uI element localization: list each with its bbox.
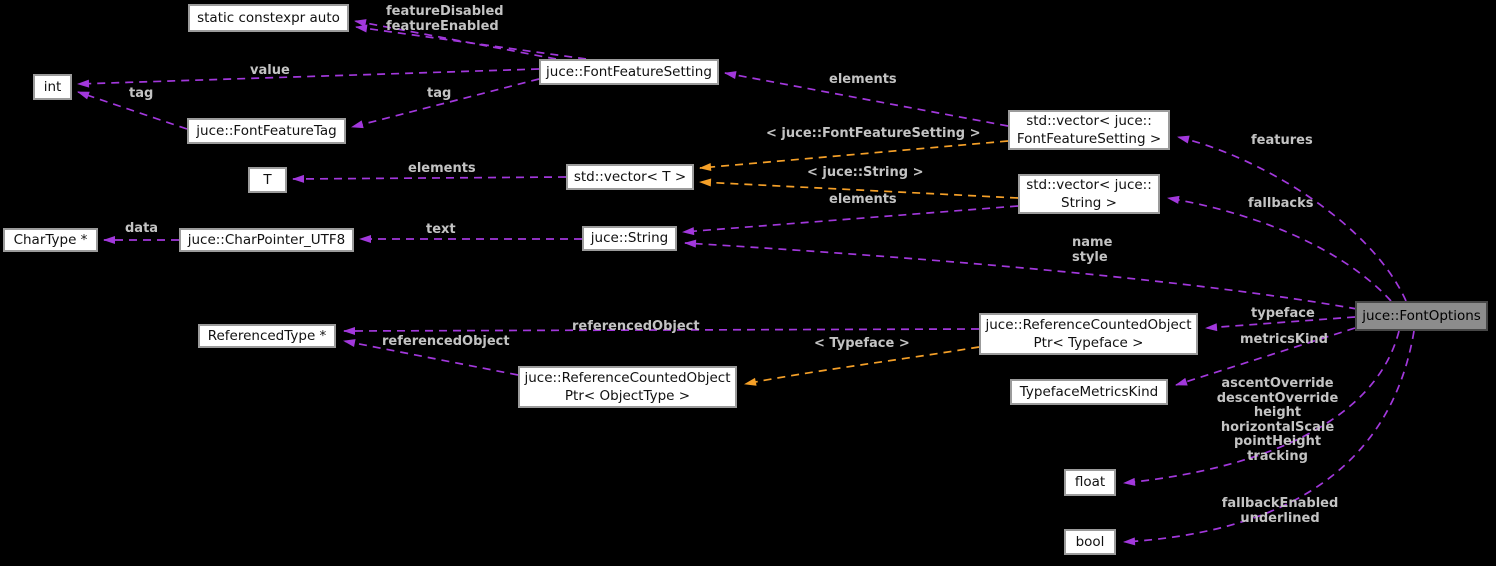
node-std-vector-t[interactable]: std::vector< T > bbox=[566, 164, 694, 190]
edge-label-elements-t: elements bbox=[408, 161, 476, 176]
edge-label-value: value bbox=[250, 63, 290, 78]
edge-label-typeface: typeface bbox=[1251, 306, 1315, 321]
edge-label-template-ffs: < juce::FontFeatureSetting > bbox=[766, 126, 981, 141]
node-t: T bbox=[248, 167, 287, 193]
node-juce-fontfeaturetag[interactable]: juce::FontFeatureTag bbox=[187, 118, 346, 144]
edge-referenced-object-a bbox=[343, 326, 980, 335]
edge-template-typeface bbox=[744, 346, 980, 386]
edge-label-elements-string: elements bbox=[829, 192, 897, 207]
node-std-vector-fontfeaturesetting[interactable]: std::vector< juce:: FontFeatureSetting > bbox=[1008, 110, 1170, 150]
node-int: int bbox=[33, 74, 72, 100]
edge-name-style bbox=[684, 239, 1358, 310]
edge-label-metrics-kind: metricsKind bbox=[1240, 332, 1328, 347]
edge-tag-int bbox=[77, 91, 188, 130]
node-refcounted-ptr-typeface[interactable]: juce::ReferenceCountedObject Ptr< Typefa… bbox=[979, 313, 1198, 355]
edge-elements-t bbox=[292, 174, 567, 183]
edge-label-float-members: ascentOverride descentOverride height ho… bbox=[1216, 376, 1339, 464]
edge-label-name-style: name style bbox=[1072, 235, 1113, 265]
edge-label-tag-int: tag bbox=[129, 86, 154, 101]
edge-referenced-object-b bbox=[343, 339, 519, 376]
edge-features bbox=[1177, 135, 1407, 302]
edge-label-template-string: < juce::String > bbox=[807, 165, 924, 180]
edge-label-features: features bbox=[1251, 133, 1313, 148]
node-static-constexpr-auto: static constexpr auto bbox=[188, 4, 349, 32]
edge-elements-string bbox=[682, 205, 1019, 236]
edge-fallbacks bbox=[1167, 195, 1392, 302]
edge-elements-ffs bbox=[724, 71, 1009, 127]
node-refcounted-ptr-objecttype[interactable]: juce::ReferenceCountedObject Ptr< Object… bbox=[518, 366, 737, 408]
edge-float-members bbox=[1123, 330, 1400, 486]
edge-label-referenced-object-a: referencedObject bbox=[572, 319, 700, 334]
edge-label-tag-setting: tag bbox=[427, 86, 452, 101]
edge-feature-flags-b bbox=[355, 24, 587, 60]
edge-label-bool-members: fallbackEnabled underlined bbox=[1221, 496, 1339, 526]
node-float: float bbox=[1064, 469, 1116, 496]
edge-typeface bbox=[1205, 316, 1356, 332]
node-juce-string[interactable]: juce::String bbox=[582, 226, 677, 251]
node-bool: bool bbox=[1064, 529, 1116, 555]
edge-value bbox=[77, 68, 540, 88]
node-chartype-ptr: CharType * bbox=[3, 228, 98, 252]
edge-template-ffs bbox=[699, 140, 1009, 172]
edge-label-fallbacks: fallbacks bbox=[1248, 196, 1314, 211]
edge-metrics-kind bbox=[1175, 327, 1356, 386]
edge-label-data: data bbox=[125, 221, 159, 236]
node-juce-fontoptions: juce::FontOptions bbox=[1355, 301, 1488, 331]
edge-tag-setting bbox=[351, 78, 540, 129]
node-referencedtype-ptr: ReferencedType * bbox=[198, 324, 336, 348]
node-juce-charpointer-utf8[interactable]: juce::CharPointer_UTF8 bbox=[179, 228, 354, 252]
edge-label-feature-flags: featureDisabled featureEnabled bbox=[386, 4, 504, 34]
node-juce-fontfeaturesetting[interactable]: juce::FontFeatureSetting bbox=[539, 59, 719, 85]
edge-label-referenced-object-b: referencedObject bbox=[382, 334, 510, 349]
edge-label-template-typeface: < Typeface > bbox=[814, 336, 910, 351]
node-typefacemetricskind[interactable]: TypefaceMetricsKind bbox=[1010, 379, 1168, 405]
node-std-vector-string[interactable]: std::vector< juce:: String > bbox=[1018, 174, 1160, 214]
edge-label-text: text bbox=[426, 222, 456, 237]
edge-template-string bbox=[699, 178, 1019, 199]
edge-bool-members bbox=[1123, 330, 1415, 546]
edge-label-elements-ffs: elements bbox=[829, 72, 897, 87]
